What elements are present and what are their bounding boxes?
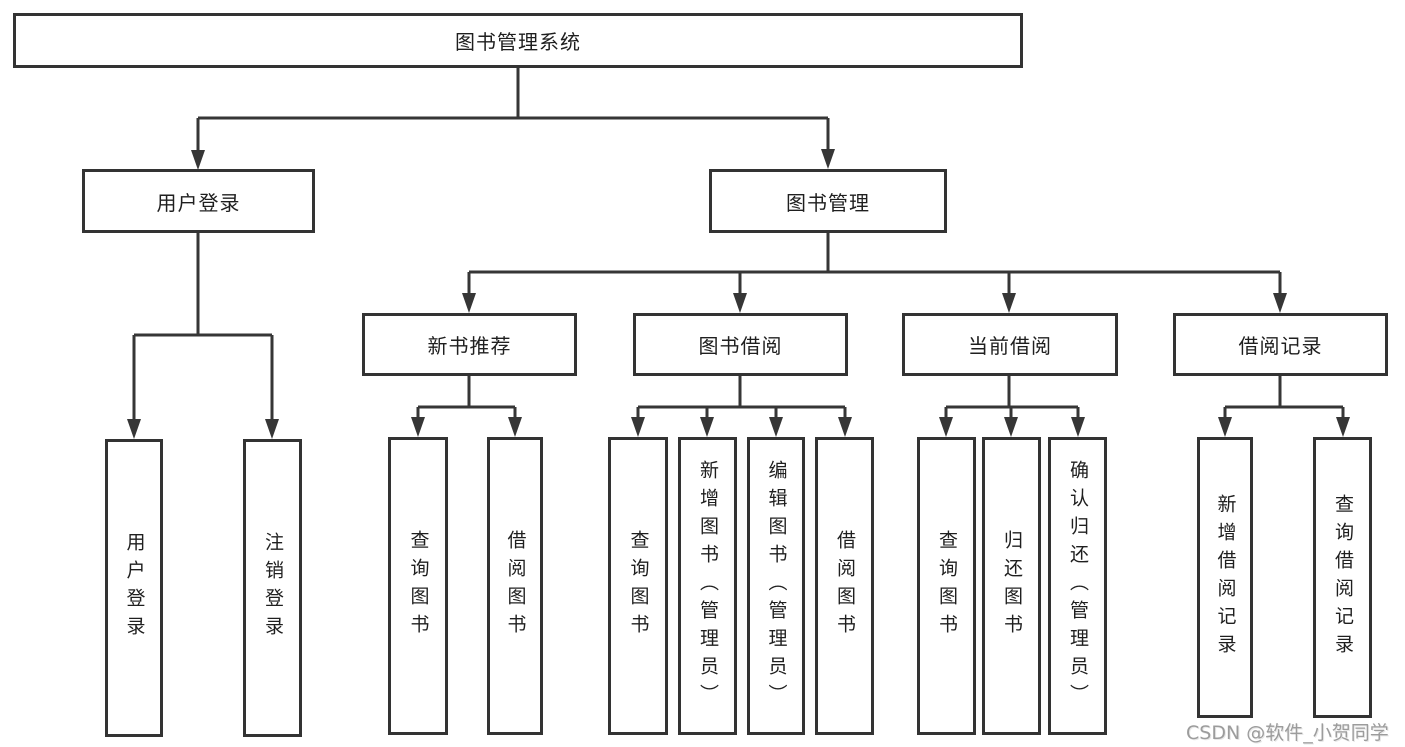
node-borrow-records: 借阅记录 <box>1173 313 1388 376</box>
node-user-login: 用户登录 <box>82 169 315 233</box>
leaf-label: 注销登录 <box>262 532 284 644</box>
leaf-label: 查询图书 <box>407 530 430 642</box>
leaf-label: 新增图书（管理员） <box>697 460 719 712</box>
node-label: 用户登录 <box>156 190 241 215</box>
leaf-label: 编辑图书（管理员） <box>765 460 788 712</box>
leaf-logout: 注销登录 <box>243 439 302 737</box>
node-label: 借阅记录 <box>1238 334 1323 358</box>
leaf-label: 确认归还（管理员） <box>1067 460 1089 712</box>
node-label: 图书借阅 <box>698 334 783 358</box>
leaf-borrow-books-recommend: 借阅图书 <box>487 437 543 735</box>
leaf-label: 借阅图书 <box>834 530 856 642</box>
node-library-management-system: 图书管理系统 <box>13 13 1023 68</box>
arrowheads <box>127 149 1350 439</box>
node-book-management: 图书管理 <box>709 169 947 233</box>
leaf-query-books-recommend: 查询图书 <box>388 437 448 735</box>
leaf-add-books-admin: 新增图书（管理员） <box>678 437 737 735</box>
leaf-label: 归还图书 <box>1001 530 1023 642</box>
leaf-label: 借阅图书 <box>504 530 527 642</box>
csdn-watermark: CSDN @软件_小贺同学 <box>1186 722 1389 744</box>
leaf-label: 新增借阅记录 <box>1214 493 1237 662</box>
leaf-confirm-return-admin: 确认归还（管理员） <box>1048 437 1107 735</box>
leaf-query-books-borrow: 查询图书 <box>608 437 668 735</box>
leaf-label: 查询借阅记录 <box>1332 493 1354 662</box>
node-label: 当前借阅 <box>968 334 1052 358</box>
leaf-add-borrow-record: 新增借阅记录 <box>1197 437 1253 718</box>
leaf-query-borrow-record: 查询借阅记录 <box>1313 437 1372 718</box>
node-label: 新书推荐 <box>427 334 512 358</box>
leaf-label: 查询图书 <box>627 530 650 642</box>
leaf-query-books-current: 查询图书 <box>917 437 976 735</box>
node-book-borrow: 图书借阅 <box>633 313 848 376</box>
node-new-book-recommend: 新书推荐 <box>362 313 577 376</box>
node-label: 图书管理 <box>786 190 870 215</box>
leaf-label: 查询图书 <box>936 530 958 642</box>
node-current-borrow: 当前借阅 <box>902 313 1118 376</box>
leaf-edit-books-admin: 编辑图书（管理员） <box>747 437 805 735</box>
leaf-user-login: 用户登录 <box>105 439 163 737</box>
node-label: 图书管理系统 <box>455 30 581 54</box>
leaf-return-books: 归还图书 <box>982 437 1041 735</box>
leaf-borrow-books: 借阅图书 <box>815 437 874 735</box>
leaf-label: 用户登录 <box>123 532 146 644</box>
